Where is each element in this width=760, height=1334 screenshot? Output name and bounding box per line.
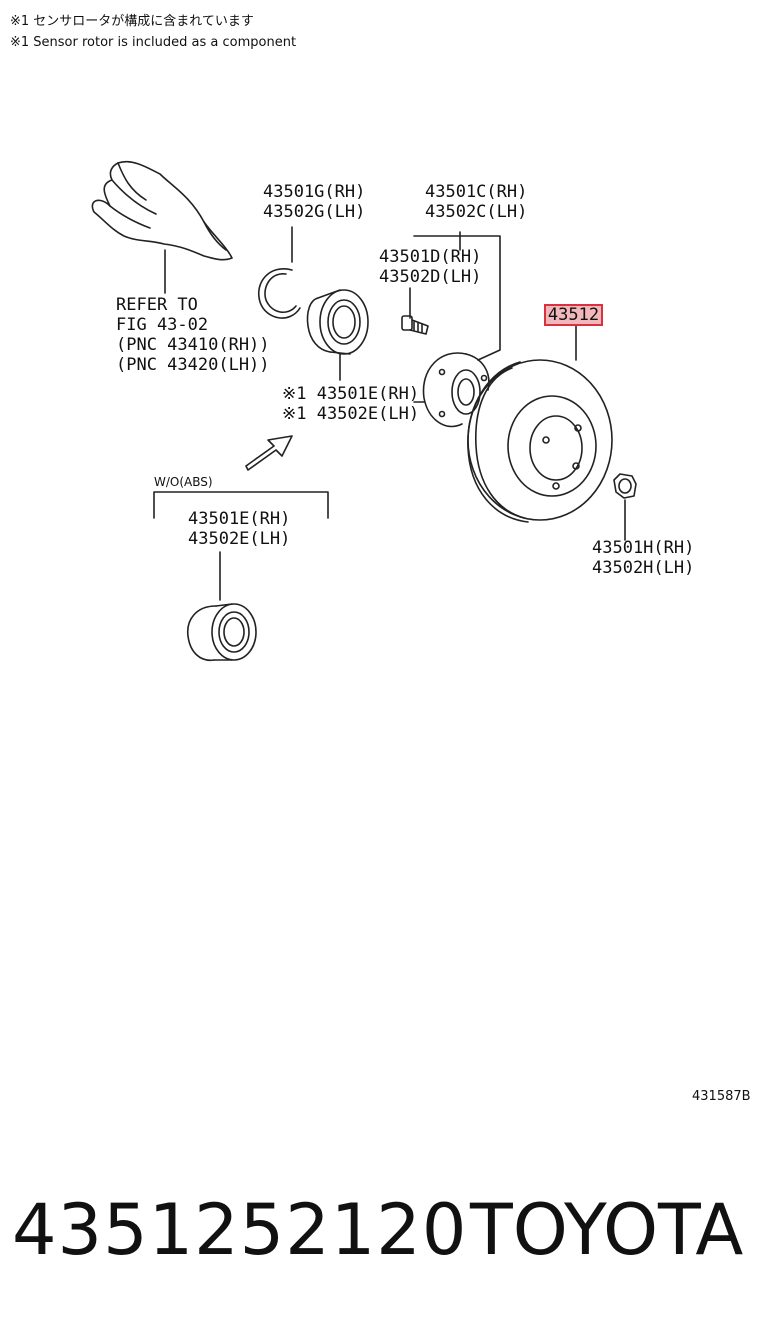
note-english: ※1 Sensor rotor is included as a compone…: [10, 35, 297, 50]
label-43501d: 43501D(RH): [379, 247, 482, 267]
pointing-hand-icon: [91, 160, 233, 294]
label-43502e-sensor: ※1 43502E(LH): [282, 404, 420, 424]
label-43502g: 43502G(LH): [263, 202, 366, 222]
refer-line-3: (PNC 43410(RH)): [116, 335, 270, 355]
refer-line-4: (PNC 43420(LH)): [116, 355, 270, 375]
refer-line-2: FIG 43-02: [116, 315, 209, 335]
axle-hub: [413, 231, 501, 428]
label-43501g: 43501G(RH): [263, 182, 366, 202]
arrow-icon: [245, 435, 293, 471]
label-43501c: 43501C(RH): [425, 182, 528, 202]
hub-nut: [613, 473, 637, 541]
brand-name: TOYOTA: [470, 1189, 744, 1271]
brake-disc-rotor: [467, 324, 613, 523]
label-43502c: 43502C(LH): [425, 202, 528, 222]
hub-bearing-upper: [306, 289, 369, 381]
refer-line-1: REFER TO: [116, 295, 198, 315]
part-number: 4351252120: [12, 1189, 468, 1271]
highlighted-part-43512[interactable]: 43512: [544, 304, 603, 326]
label-43501h: 43501H(RH): [592, 538, 695, 558]
snap-ring: [257, 226, 301, 319]
hub-bolt: [401, 287, 429, 335]
figure-id: 431587B: [692, 1089, 751, 1104]
note-japanese: ※1 センサロータが構成に含まれています: [10, 14, 254, 29]
label-43502d: 43502D(LH): [379, 267, 482, 287]
hub-bearing-lower: [187, 603, 257, 661]
label-43501e-sensor: ※1 43501E(RH): [282, 384, 420, 404]
label-43501e: 43501E(RH): [188, 509, 291, 529]
label-wo-abs: W/O(ABS): [154, 475, 213, 489]
label-43502h: 43502H(LH): [592, 558, 695, 578]
label-43502e: 43502E(LH): [188, 529, 291, 549]
